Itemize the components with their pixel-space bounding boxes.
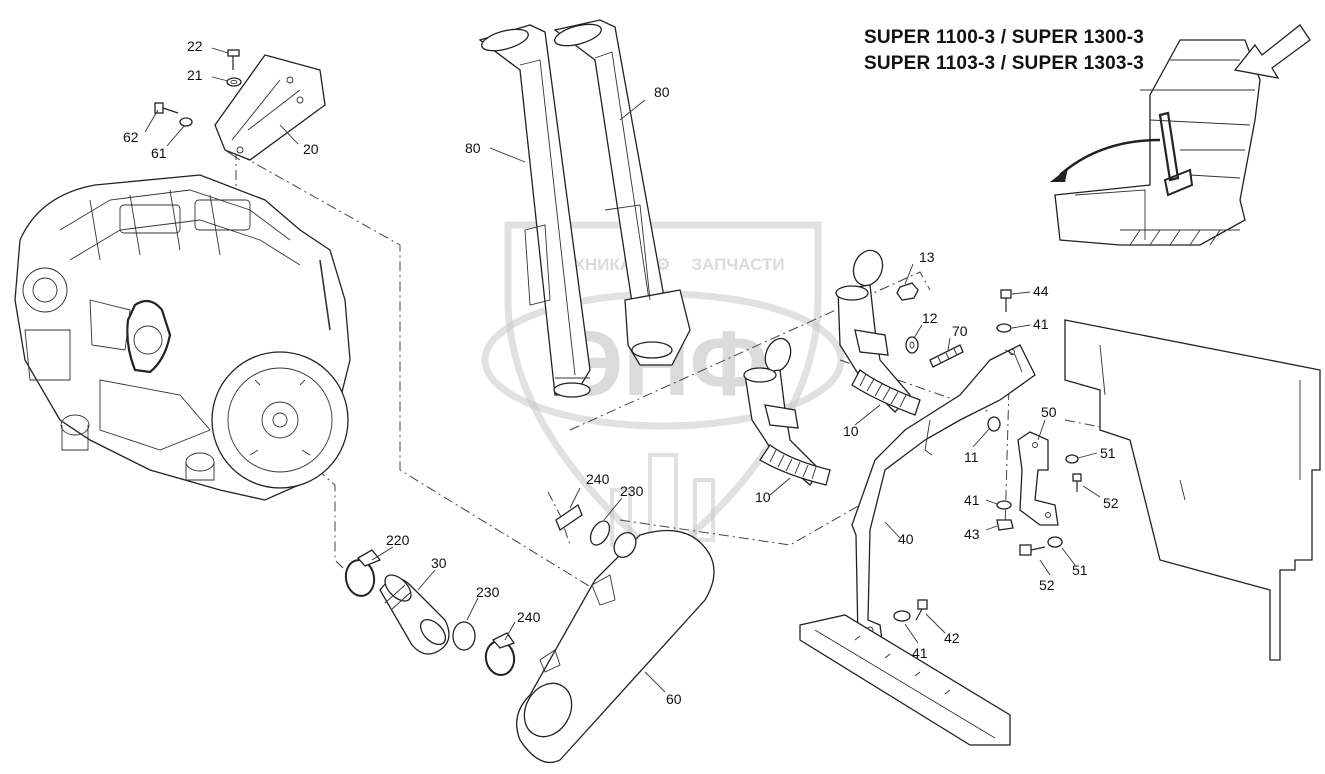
muffler-60	[516, 529, 715, 764]
callout-10-upper: 10	[843, 423, 859, 439]
washer-51-bottom	[1047, 536, 1063, 548]
stud-70	[929, 344, 964, 368]
bolt-52-bottom	[1019, 544, 1046, 556]
washer-41-top	[996, 323, 1012, 333]
clamp-220	[344, 549, 382, 597]
callout-80-right: 80	[654, 84, 670, 100]
callout-80-left: 80	[465, 140, 481, 156]
washer-21	[226, 77, 242, 87]
gasket-230-lower	[452, 621, 476, 651]
callout-41-mid: 41	[964, 492, 980, 508]
side-panel	[1064, 319, 1321, 661]
washer-41-bottom	[893, 610, 911, 622]
nut-13	[896, 282, 919, 301]
callout-52-top: 52	[1103, 495, 1119, 511]
callout-51-top: 51	[1100, 445, 1116, 461]
bolt-42	[915, 599, 928, 621]
clamp-240-upper	[555, 504, 583, 531]
callout-10-lower: 10	[755, 489, 771, 505]
callout-21: 21	[187, 67, 203, 83]
exhaust-elbow-10-lower	[743, 337, 831, 486]
callout-44: 44	[1033, 283, 1049, 299]
inset-curved-arrow-icon	[1050, 138, 1161, 182]
nut-43	[996, 519, 1014, 531]
callout-11: 11	[964, 449, 979, 465]
callout-13: 13	[919, 249, 935, 265]
callout-43: 43	[964, 526, 980, 542]
watermark: ЭНФ ТЕХНИКА ⚙ ЗАПЧАСТИ	[481, 221, 845, 565]
bolt-44	[1000, 289, 1012, 312]
callout-230-upper: 230	[620, 483, 644, 499]
callout-62: 62	[123, 129, 139, 145]
clamp-240-lower	[484, 632, 516, 676]
callout-40: 40	[898, 531, 914, 547]
callout-41-bottom: 41	[912, 645, 928, 661]
angle-bracket-50	[1017, 431, 1059, 526]
callout-52-bottom: 52	[1039, 577, 1055, 593]
gasket-230-upper	[589, 520, 611, 546]
callout-51-bottom: 51	[1072, 562, 1088, 578]
callout-20: 20	[303, 141, 319, 157]
bolt-22	[227, 49, 240, 70]
inset-pipe-highlight	[1158, 111, 1180, 182]
bolt-62	[154, 102, 179, 114]
callout-50: 50	[1041, 404, 1057, 420]
washer-41-mid	[996, 500, 1012, 510]
exhaust-tailpipe-80-right	[553, 19, 691, 366]
nut-11	[987, 416, 1001, 432]
callout-240-upper: 240	[586, 471, 610, 487]
callout-220: 220	[386, 532, 410, 548]
callout-leaders	[144, 47, 1101, 693]
exhaust-manifold-gasket	[126, 299, 172, 374]
engine-assembly	[14, 174, 351, 501]
bolt-52-top	[1072, 473, 1082, 492]
callout-60: 60	[666, 691, 682, 707]
exhaust-tailpipe-80-left	[478, 24, 591, 398]
engine-flywheel	[211, 351, 349, 489]
callout-230-lower: 230	[476, 584, 500, 600]
callout-70: 70	[952, 323, 968, 339]
watermark-tagline-right: ЗАПЧАСТИ	[691, 255, 784, 274]
callout-12: 12	[922, 310, 938, 326]
callout-22: 22	[187, 38, 203, 54]
exhaust-elbow-10-upper	[835, 249, 921, 416]
callout-41-top: 41	[1033, 316, 1049, 332]
machine-overview-inset	[1054, 39, 1261, 246]
model-title-line-2: SUPER 1103-3 / SUPER 1303-3	[864, 53, 1144, 74]
callout-labels: 22 21 62 61 20 80 80 13 12 70 10 10 11 4…	[123, 38, 1119, 707]
washer-51-top	[1065, 454, 1079, 464]
flex-pipe-30	[379, 574, 450, 655]
mounting-bracket-20	[214, 54, 326, 161]
model-title-line-1: SUPER 1100-3 / SUPER 1300-3	[864, 27, 1144, 48]
callout-30: 30	[431, 555, 447, 571]
washer-12	[905, 336, 919, 354]
callout-61: 61	[151, 145, 167, 161]
callout-240-lower: 240	[517, 609, 541, 625]
inset-view-arrow-icon	[1233, 24, 1311, 79]
washer-61	[179, 117, 193, 127]
frame-rail	[799, 614, 1011, 746]
callout-42: 42	[944, 630, 960, 646]
